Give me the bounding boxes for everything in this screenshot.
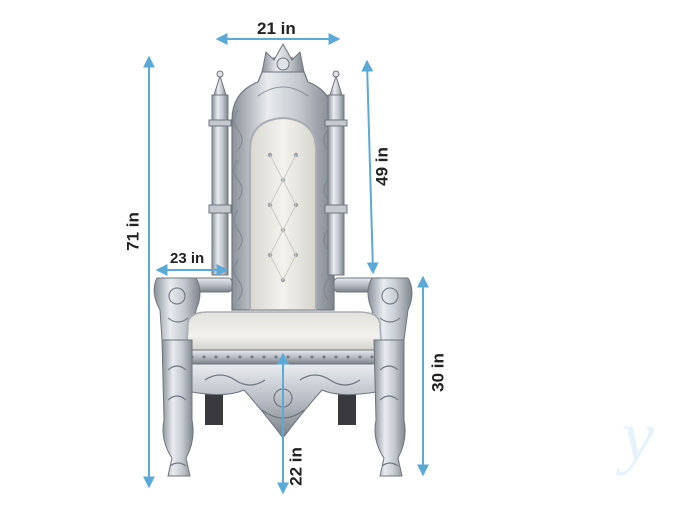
label-back-height: 49 in <box>372 147 392 186</box>
front-right-leg <box>373 339 406 477</box>
seat-cushion <box>181 311 387 365</box>
label-width-top: 21 in <box>257 19 296 38</box>
front-left-leg <box>161 339 194 477</box>
label-seat-height: 30 in <box>428 353 448 392</box>
right-spire <box>324 70 348 276</box>
svg-text:y: y <box>615 396 654 476</box>
label-seat-front: 22 in <box>286 447 306 486</box>
label-arm-depth: 23 in <box>170 250 205 267</box>
label-total-height: 71 in <box>123 212 143 251</box>
arrow-back-height <box>361 59 379 275</box>
left-spire <box>208 70 232 276</box>
dimension-arrows <box>143 33 429 495</box>
back-cushion <box>249 116 317 311</box>
